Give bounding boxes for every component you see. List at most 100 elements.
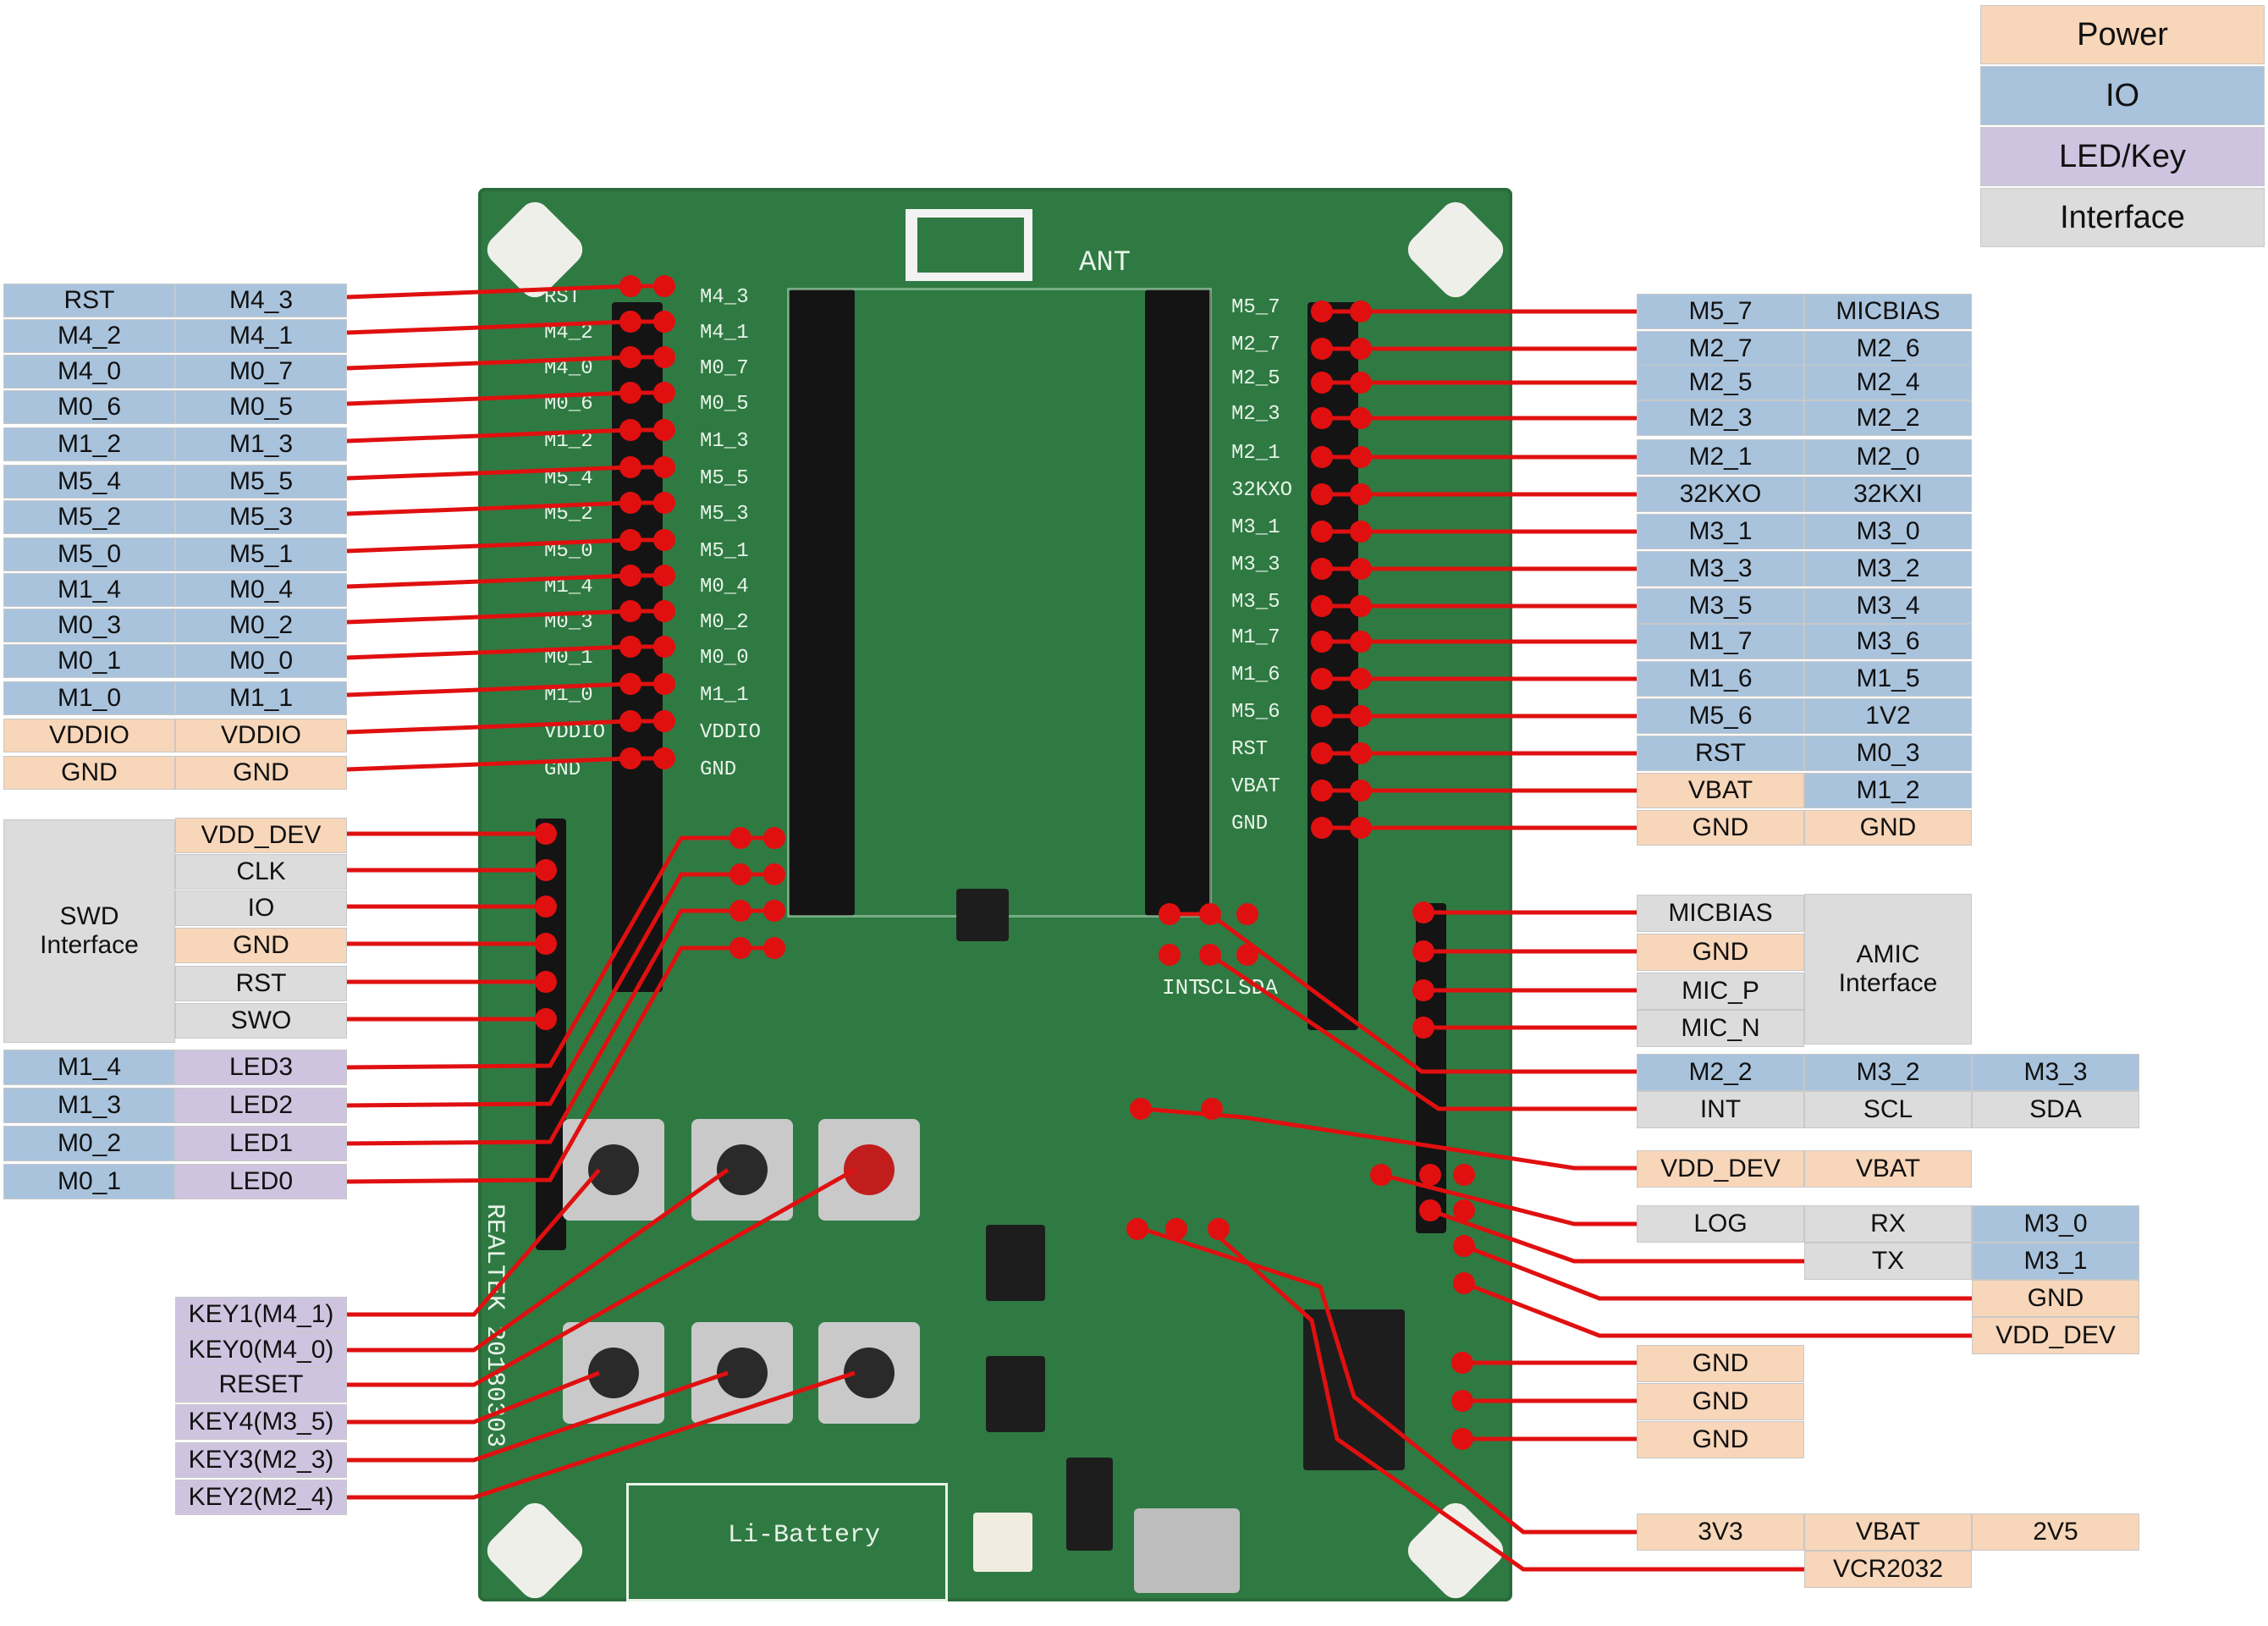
amic-pin-label: MIC_N: [1637, 1010, 1804, 1047]
swd-pin-label: IO: [175, 890, 347, 926]
i2c-io-label: M3_3: [1972, 1054, 2139, 1091]
left-silk-label: GND: [544, 758, 581, 781]
antenna-trace: [906, 209, 1032, 281]
gnd-pin-label: GND: [1637, 1421, 1804, 1458]
i2c-io-label: M2_2: [1637, 1054, 1804, 1091]
key-label: RESET: [175, 1367, 347, 1403]
left-silk-label: M5_0: [544, 540, 593, 563]
right-silk-label: M2_1: [1231, 442, 1280, 465]
left-pin-label-a: GND: [3, 756, 175, 790]
vcr-vcr2032-label: VCR2032: [1804, 1551, 1972, 1588]
right-pin-label-b: M3_4: [1804, 588, 1972, 624]
right-pin-label-a: M3_5: [1637, 588, 1804, 624]
right-pin-label-a: 32KXO: [1637, 477, 1804, 512]
right-silk-label: M2_3: [1231, 403, 1280, 426]
right-silk-label: GND: [1231, 813, 1269, 835]
left-pin-label-a: M0_3: [3, 609, 175, 642]
right-silk-label: M3_1: [1231, 516, 1280, 539]
legend-led-key: LED/Key: [1980, 127, 2265, 186]
left-silk-label-2: M4_3: [700, 286, 749, 309]
usb-connector: [1134, 1508, 1240, 1593]
left-silk-label: M1_0: [544, 684, 593, 707]
key-label: KEY4(M3_5): [175, 1404, 347, 1440]
right-pin-label-a: M1_7: [1637, 624, 1804, 659]
left-silk-label-2: M0_4: [700, 576, 749, 598]
reset-button[interactable]: [818, 1119, 920, 1221]
left-silk-label: M0_3: [544, 611, 593, 634]
amic-pin-label: MIC_P: [1637, 973, 1804, 1010]
i2c-io-label: M3_2: [1804, 1054, 1972, 1091]
led-name-label: LED3: [175, 1050, 347, 1085]
left-silk-label: M5_4: [544, 467, 593, 490]
right-pin-label-b: M3_0: [1804, 514, 1972, 549]
right-pin-label-a: M3_1: [1637, 514, 1804, 549]
right-pin-label-a: RST: [1637, 736, 1804, 771]
right-pin-label-a: M5_6: [1637, 698, 1804, 734]
right-silk-label: 32KXO: [1231, 479, 1293, 502]
left-silk-label: M0_6: [544, 393, 593, 416]
usb-uart-chip: [1303, 1309, 1405, 1470]
legend-io: IO: [1980, 66, 2265, 125]
right-silk-label: M2_5: [1231, 367, 1280, 390]
left-silk-label-2: VDDIO: [700, 721, 762, 744]
gnd-pin-label: GND: [1637, 1345, 1804, 1382]
amic-title-line1: AMIC: [1856, 940, 1920, 968]
diode: [1066, 1458, 1113, 1551]
left-pin-label-b: M5_5: [175, 465, 347, 499]
left-silk-label: M1_2: [544, 430, 593, 453]
module-socket-left: [789, 289, 855, 916]
left-pin-label-b: M4_3: [175, 284, 347, 317]
uart-tx-label: TX: [1804, 1243, 1972, 1280]
right-pin-label-b: 32KXI: [1804, 477, 1972, 512]
uart-vdd-label: VDD_DEV: [1972, 1317, 2139, 1354]
key3-button[interactable]: [691, 1322, 793, 1424]
swd-interface-title: SWD Interface: [3, 819, 175, 1043]
left-pin-label-b: M0_7: [175, 355, 347, 389]
left-silk-label: RST: [544, 286, 581, 309]
right-pin-label-a: M2_3: [1637, 400, 1804, 436]
regulator-chip-1: [986, 1225, 1045, 1301]
led-io-label: M1_3: [3, 1088, 175, 1123]
key-label: KEY0(M4_0): [175, 1332, 347, 1368]
right-silk-label: M3_3: [1231, 554, 1280, 576]
left-pin-label-a: M0_1: [3, 644, 175, 678]
led-io-label: M1_4: [3, 1050, 175, 1085]
left-pin-label-b: M0_5: [175, 390, 347, 424]
left-pin-label-b: M4_1: [175, 319, 347, 353]
key-label: KEY1(M4_1): [175, 1297, 347, 1332]
swd-title-line2: Interface: [40, 931, 139, 959]
left-silk-label: M4_0: [544, 357, 593, 380]
left-pin-label-a: M4_2: [3, 319, 175, 353]
uart-log-label: LOG: [1637, 1205, 1804, 1243]
i2c-name-label: SDA: [1972, 1091, 2139, 1128]
standoff-bottom-right: [1401, 1496, 1510, 1605]
right-silk-label: RST: [1231, 738, 1269, 761]
left-silk-label-2: M0_7: [700, 357, 749, 380]
right-pin-label-a: M2_7: [1637, 331, 1804, 367]
key2-button[interactable]: [818, 1322, 920, 1424]
led-io-label: M0_2: [3, 1126, 175, 1161]
key4-button[interactable]: [563, 1322, 664, 1424]
left-pin-label-b: VDDIO: [175, 719, 347, 752]
amic-header: [1416, 903, 1446, 1233]
i2c-silk-scl: SCL: [1197, 975, 1237, 1000]
left-pin-label-a: M1_4: [3, 573, 175, 607]
key1-button[interactable]: [563, 1119, 664, 1221]
amic-pin-label: GND: [1637, 934, 1804, 971]
sensor-chip: [956, 889, 1009, 941]
module-outline: [787, 288, 1212, 918]
right-pin-label-b: M0_3: [1804, 736, 1972, 771]
power-sel-vbat: VBAT: [1804, 1150, 1972, 1188]
right-pin-label-b: GND: [1804, 810, 1972, 846]
right-silk-label: M2_7: [1231, 333, 1280, 356]
left-silk-label-2: M1_3: [700, 430, 749, 453]
right-pin-label-b: M3_2: [1804, 551, 1972, 587]
right-silk-label: VBAT: [1231, 775, 1280, 798]
swd-title-line1: SWD: [59, 902, 119, 930]
left-pin-label-b: M1_3: [175, 427, 347, 461]
right-silk-label: M5_6: [1231, 701, 1280, 724]
uart-rx-label: RX: [1804, 1205, 1972, 1243]
key0-button[interactable]: [691, 1119, 793, 1221]
left-pin-label-a: M1_0: [3, 681, 175, 715]
